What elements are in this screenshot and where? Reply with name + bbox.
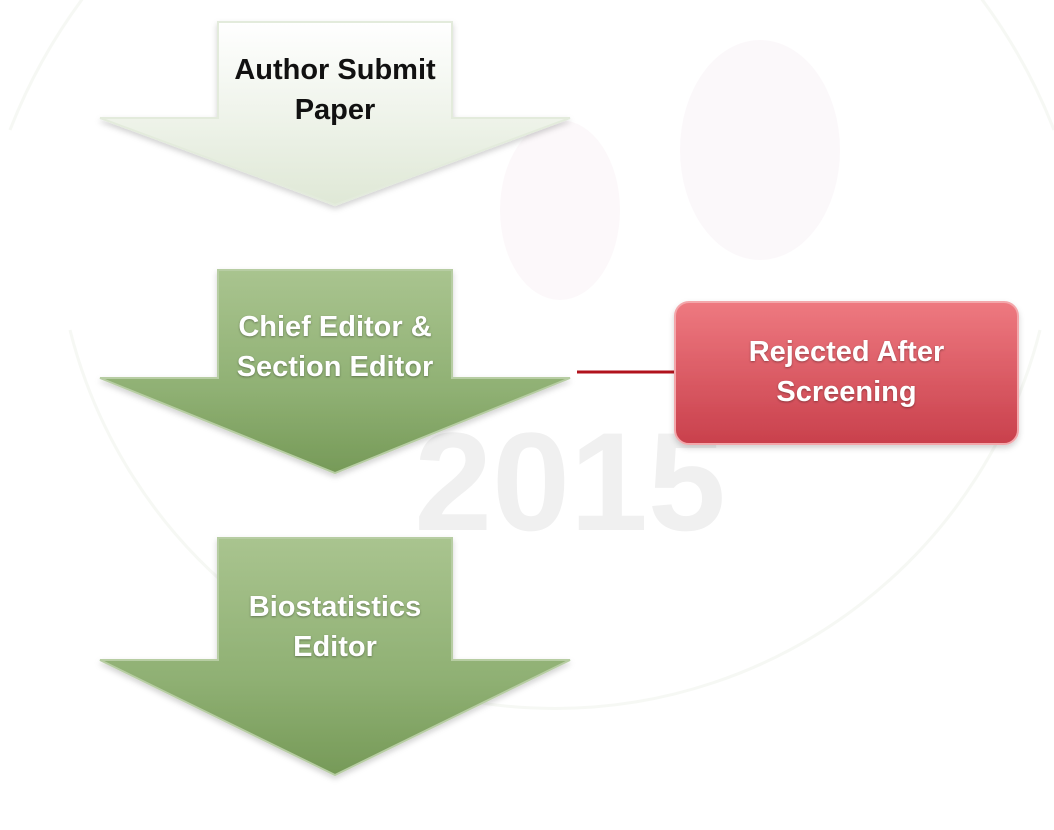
step-3-line-2: Editor — [293, 631, 377, 663]
rejected-box — [674, 301, 1019, 445]
step-3-label: Biostatistics Editor — [185, 587, 485, 667]
rejected-line-1: Rejected After — [748, 336, 945, 368]
rejected-label: Rejected After Screening — [690, 332, 1003, 412]
rejected-line-2: Screening — [776, 376, 917, 408]
step-3-arrow — [99, 537, 571, 777]
step-1-arrow — [99, 21, 571, 207]
watermark-decoration — [8, 0, 1054, 710]
step-1-line-1: Author Submit — [234, 54, 436, 86]
step-3-line-1: Biostatistics — [248, 591, 422, 623]
step-2-arrow — [99, 269, 571, 475]
step-2-line-2: Section Editor — [236, 351, 434, 383]
step-1-line-2: Paper — [294, 94, 376, 126]
step-2-label: Chief Editor & Section Editor — [185, 307, 485, 387]
step-2-line-1: Chief Editor & — [238, 311, 432, 343]
watermark-year: 2015 — [414, 403, 725, 560]
step-1-label: Author Submit Paper — [185, 50, 485, 130]
